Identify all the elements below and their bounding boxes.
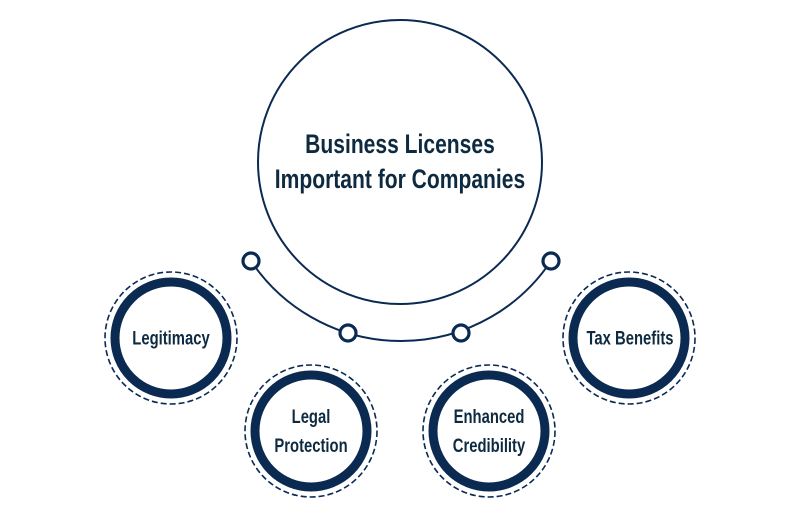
node-enhanced-credibility-line-1: Enhanced bbox=[453, 407, 525, 428]
node-tax-benefits-text: Tax Benefits bbox=[586, 328, 674, 350]
node-enhanced-credibility-ring bbox=[422, 364, 556, 498]
node-legitimacy-label: Legitimacy bbox=[132, 325, 209, 354]
node-legal-protection-ring bbox=[244, 364, 378, 498]
node-enhanced-credibility-label: Enhanced Credibility bbox=[453, 403, 525, 461]
connector-arc bbox=[250, 260, 552, 343]
node-legitimacy-ring bbox=[104, 271, 238, 405]
central-circle bbox=[257, 19, 543, 305]
node-legal-protection-line-1: Legal bbox=[291, 407, 331, 428]
central-title-line-1: Business Licenses bbox=[305, 129, 495, 159]
connector-dot-2 bbox=[338, 323, 358, 343]
connector-dot-4 bbox=[541, 251, 561, 271]
node-enhanced-credibility-line-2: Credibility bbox=[452, 436, 526, 457]
central-title: Business Licenses Important for Companie… bbox=[275, 127, 525, 197]
node-tax-benefits-ring bbox=[562, 271, 696, 405]
connector-dot-1 bbox=[241, 251, 261, 271]
central-title-line-2: Important for Companies bbox=[274, 164, 526, 194]
connector-dot-3 bbox=[451, 323, 471, 343]
node-legal-protection-label: Legal Protection bbox=[274, 403, 347, 461]
node-legal-protection-line-2: Protection bbox=[274, 436, 348, 457]
node-legitimacy-text: Legitimacy bbox=[132, 328, 210, 350]
node-tax-benefits-label: Tax Benefits bbox=[586, 325, 673, 354]
